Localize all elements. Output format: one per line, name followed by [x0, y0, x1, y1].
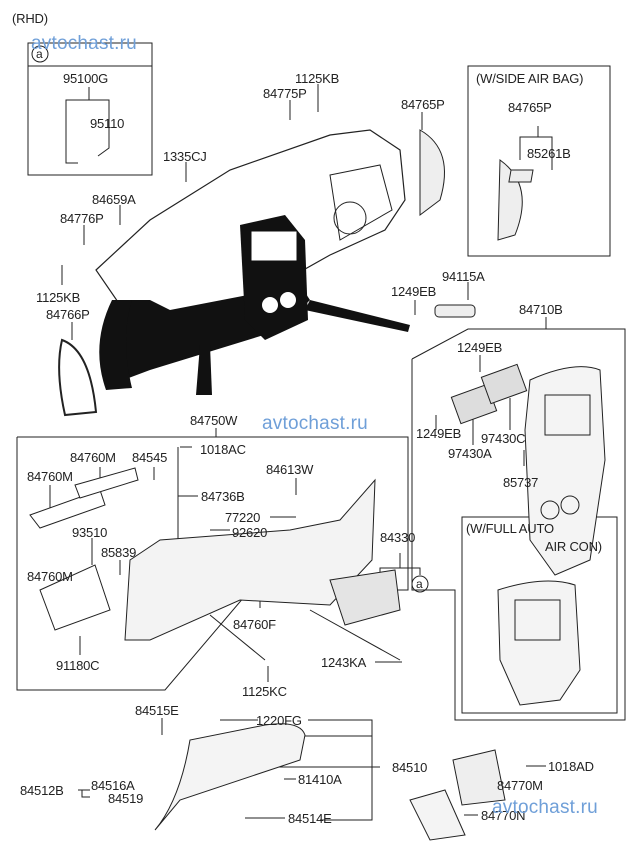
- callout-a-marker: a: [416, 577, 423, 591]
- part-label-1249eb-low[interactable]: 1249EB: [416, 426, 462, 441]
- part-label-85261b[interactable]: 85261B: [527, 146, 571, 161]
- part-label-84659a[interactable]: 84659A: [92, 192, 136, 207]
- part-label-92620[interactable]: 92620: [232, 525, 268, 540]
- part-label-1125kc[interactable]: 1125KC: [242, 684, 287, 699]
- inset-a-frame: [27, 42, 153, 176]
- part-label-84736b[interactable]: 84736B: [201, 489, 245, 504]
- part-label-84750w[interactable]: 84750W: [190, 413, 238, 428]
- part-label-84770n[interactable]: 84770N: [481, 808, 526, 823]
- part-label-85839[interactable]: 85839: [101, 545, 137, 560]
- part-label-95110[interactable]: 95110: [90, 116, 125, 131]
- part-84760m-b: [74, 467, 139, 499]
- inset-a-marker: a: [36, 47, 43, 61]
- part-label-84760m-a[interactable]: 84760M: [27, 469, 73, 484]
- part-label-84765p[interactable]: 84765P: [401, 97, 445, 112]
- part-label-1335cj[interactable]: 1335CJ: [163, 149, 207, 164]
- part-label-84760m-c[interactable]: 84760M: [27, 569, 73, 584]
- glove-box: [154, 723, 306, 831]
- watermark: avtochast.ru: [492, 797, 598, 818]
- part-label-85737[interactable]: 85737: [503, 475, 539, 490]
- inset-side-airbag-frame: [467, 65, 611, 257]
- dashboard-panel: [95, 129, 410, 395]
- part-label-1018ac[interactable]: 1018AC: [200, 442, 246, 457]
- part-label-84766p[interactable]: 84766P: [46, 307, 90, 322]
- part-84760m-a: [29, 489, 106, 529]
- side-trim-84766p: [58, 338, 98, 417]
- part-label-95100g[interactable]: 95100G: [63, 71, 109, 86]
- part-label-91180c[interactable]: 91180C: [56, 658, 100, 673]
- region-tag: (RHD): [12, 11, 48, 26]
- inset-side-airbag-title: (W/SIDE AIR BAG): [476, 71, 584, 86]
- part-84770m: [452, 749, 506, 806]
- part-84760m-c: [39, 564, 111, 631]
- part-label-1249eb-mid[interactable]: 1249EB: [457, 340, 503, 355]
- part-label-77220[interactable]: 77220: [225, 510, 261, 525]
- part-label-84613w[interactable]: 84613W: [266, 462, 314, 477]
- part-label-93510[interactable]: 93510: [72, 525, 108, 540]
- part-84330: [329, 569, 401, 626]
- part-label-1125kb-top[interactable]: 1125KB: [295, 71, 340, 86]
- part-label-84770m[interactable]: 84770M: [497, 778, 543, 793]
- part-label-84519[interactable]: 84519: [108, 791, 144, 806]
- part-label-97430c[interactable]: 97430C: [481, 431, 526, 446]
- inset-a-marker-circle: [31, 45, 49, 63]
- part-label-84765p-airbag[interactable]: 84765P: [508, 100, 552, 115]
- part-label-94115a[interactable]: 94115A: [442, 269, 485, 284]
- part-label-84775p[interactable]: 84775P: [263, 86, 307, 101]
- part-label-84710b[interactable]: 84710B: [519, 302, 563, 317]
- side-trim-84765p: [419, 129, 445, 216]
- crash-pad-lower: [124, 478, 376, 641]
- part-label-1249eb-top[interactable]: 1249EB: [391, 284, 437, 299]
- part-label-84510[interactable]: 84510: [392, 760, 428, 775]
- part-label-84512b[interactable]: 84512B: [20, 783, 64, 798]
- part-label-1220fg[interactable]: 1220FG: [256, 713, 302, 728]
- part-label-84514e[interactable]: 84514E: [288, 811, 332, 826]
- part-label-84545[interactable]: 84545: [132, 450, 168, 465]
- part-label-84515e[interactable]: 84515E: [135, 703, 179, 718]
- part-84770n: [409, 789, 466, 841]
- part-label-1125kb-left[interactable]: 1125KB: [36, 290, 81, 305]
- part-94115a: [434, 304, 476, 318]
- part-label-1243ka[interactable]: 1243KA: [321, 655, 367, 670]
- part-label-1018ad[interactable]: 1018AD: [548, 759, 594, 774]
- watermark: avtochast.ru: [262, 413, 368, 434]
- label-85261b-part: [508, 169, 534, 183]
- vent-97430c: [480, 363, 528, 405]
- part-label-84760m-b[interactable]: 84760M: [70, 450, 116, 465]
- watermark: avtochast.ru: [31, 33, 137, 54]
- part-label-81410a[interactable]: 81410A: [298, 772, 342, 787]
- frame-84710b: [411, 328, 626, 721]
- inset-full-auto-title-2: AIR CON): [545, 539, 602, 554]
- part-label-84760f[interactable]: 84760F: [233, 617, 276, 632]
- part-label-97430a[interactable]: 97430A: [448, 446, 492, 461]
- part-label-84776p[interactable]: 84776P: [60, 211, 104, 226]
- inset-full-auto-title-1: (W/FULL AUTO: [466, 521, 554, 536]
- part-label-84330[interactable]: 84330: [380, 530, 416, 545]
- callout-a-circle: [411, 575, 429, 593]
- part-label-84516a[interactable]: 84516A: [91, 778, 135, 793]
